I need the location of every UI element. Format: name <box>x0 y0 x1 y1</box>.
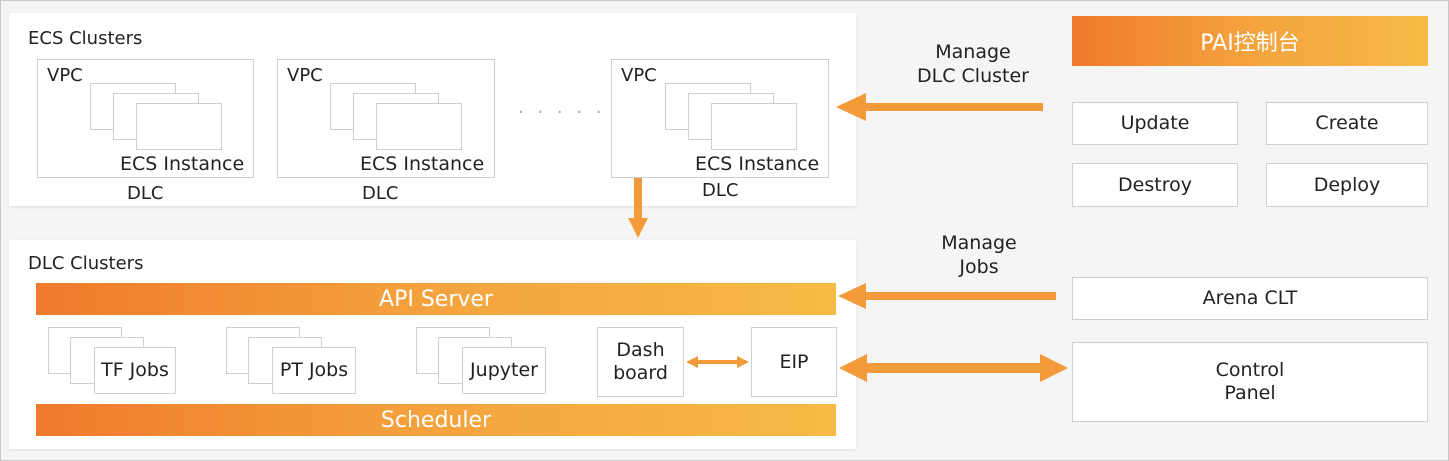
control-panel-label: Control Panel <box>1215 359 1285 404</box>
pai-console-title: PAI控制台 <box>1200 31 1300 56</box>
vpc-to-dlc-arrow <box>628 178 648 238</box>
deploy-button-label: Deploy <box>1313 173 1381 196</box>
eip-control-panel-arrow <box>839 354 1068 382</box>
scheduler-label: Scheduler <box>380 407 492 433</box>
create-button-label: Create <box>1315 112 1379 135</box>
ecs-clusters-title: ECS Clusters <box>28 28 143 49</box>
update-button-label: Update <box>1120 112 1190 135</box>
dlc-label: DLC <box>702 180 739 201</box>
pt-jobs-box: PT Jobs <box>272 347 356 394</box>
ecs-instance-stack-front <box>711 103 797 150</box>
vpc-label: VPC <box>621 65 657 86</box>
dashboard-label: Dash board <box>613 339 668 384</box>
jupyter-label: Jupyter <box>470 359 538 382</box>
dashboard-box: Dash board <box>597 327 684 397</box>
dlc-clusters-title: DLC Clusters <box>28 253 144 274</box>
ecs-instance-label: ECS Instance <box>360 153 485 175</box>
deploy-button[interactable]: Deploy <box>1266 163 1428 207</box>
manage-jobs-label: Manage Jobs <box>941 232 1017 278</box>
dlc-label: DLC <box>127 183 164 204</box>
create-button[interactable]: Create <box>1266 102 1428 145</box>
eip-label: EIP <box>779 350 809 373</box>
dlc-label: DLC <box>362 183 399 204</box>
manage-dlc-cluster-arrow <box>836 93 1043 121</box>
destroy-button[interactable]: Destroy <box>1072 163 1238 207</box>
ecs-instance-stack-front <box>136 103 222 150</box>
arena-clt-label: Arena CLT <box>1202 287 1298 310</box>
pai-console-header: PAI控制台 <box>1072 16 1428 66</box>
manage-jobs-arrow <box>838 283 1056 309</box>
update-button[interactable]: Update <box>1072 102 1238 145</box>
manage-dlc-cluster-label: Manage DLC Cluster <box>917 41 1029 87</box>
ecs-instance-stack-front <box>376 103 462 150</box>
jupyter-box: Jupyter <box>462 347 546 394</box>
dashboard-eip-arrow <box>686 356 749 368</box>
scheduler-bar: Scheduler <box>36 404 836 436</box>
arena-clt-box: Arena CLT <box>1072 277 1428 320</box>
control-panel-box: Control Panel <box>1072 342 1428 422</box>
more-clusters-ellipsis: · · · · · · <box>518 102 625 123</box>
ecs-instance-label: ECS Instance <box>695 153 820 175</box>
tf-jobs-label: TF Jobs <box>101 359 169 382</box>
destroy-button-label: Destroy <box>1118 173 1192 196</box>
api-server-bar: API Server <box>36 283 836 315</box>
eip-box: EIP <box>751 327 837 397</box>
pt-jobs-label: PT Jobs <box>279 359 349 382</box>
ecs-instance-label: ECS Instance <box>120 153 245 175</box>
vpc-label: VPC <box>287 65 323 86</box>
vpc-label: VPC <box>47 65 83 86</box>
tf-jobs-box: TF Jobs <box>94 347 176 394</box>
api-server-label: API Server <box>379 286 493 312</box>
